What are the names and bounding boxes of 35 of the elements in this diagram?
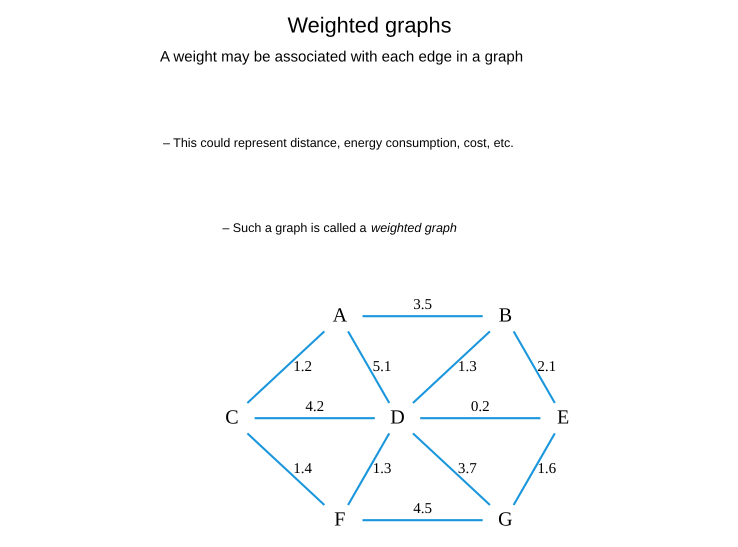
edge-label: 1.2 — [292, 358, 312, 375]
connector — [346, 432, 390, 506]
edge-label: 0.2 — [470, 398, 490, 415]
edge-label: 1.3 — [457, 358, 476, 375]
connector — [346, 330, 390, 404]
connector — [246, 330, 325, 404]
diagram-title: Weighted graphs — [287, 12, 451, 38]
edge-label: 2.1 — [536, 358, 556, 375]
edge-label: 1.4 — [292, 460, 312, 477]
connector — [512, 330, 556, 404]
node-text: C — [224, 406, 238, 428]
label: A weight may be associated with each edge in a graph — [160, 48, 523, 66]
connector — [254, 417, 374, 420]
label: – This could represent distance, energy consumption, cost, etc. — [162, 136, 514, 150]
edge-label: 5.1 — [372, 358, 391, 375]
node-text: A — [332, 304, 347, 326]
node-text: F — [334, 508, 345, 530]
connector — [362, 519, 482, 522]
node-text: G — [498, 508, 512, 530]
edge-label: 3.7 — [457, 460, 476, 477]
connector — [412, 432, 490, 506]
node-text: B — [498, 304, 512, 326]
edge-label: 1.3 — [372, 460, 391, 477]
node-text: D — [390, 406, 404, 428]
connector — [420, 417, 540, 420]
connector — [246, 432, 325, 506]
node-text: E — [556, 406, 569, 428]
edge-label: 1.6 — [536, 460, 556, 477]
connector — [512, 432, 556, 506]
edge-label: 3.5 — [412, 296, 432, 313]
edge-label: 4.5 — [412, 500, 432, 517]
label: – Such a graph is called a weighted graph — [222, 221, 456, 236]
edge-label: 4.2 — [304, 398, 324, 415]
connector — [412, 330, 490, 404]
connector — [362, 315, 482, 318]
